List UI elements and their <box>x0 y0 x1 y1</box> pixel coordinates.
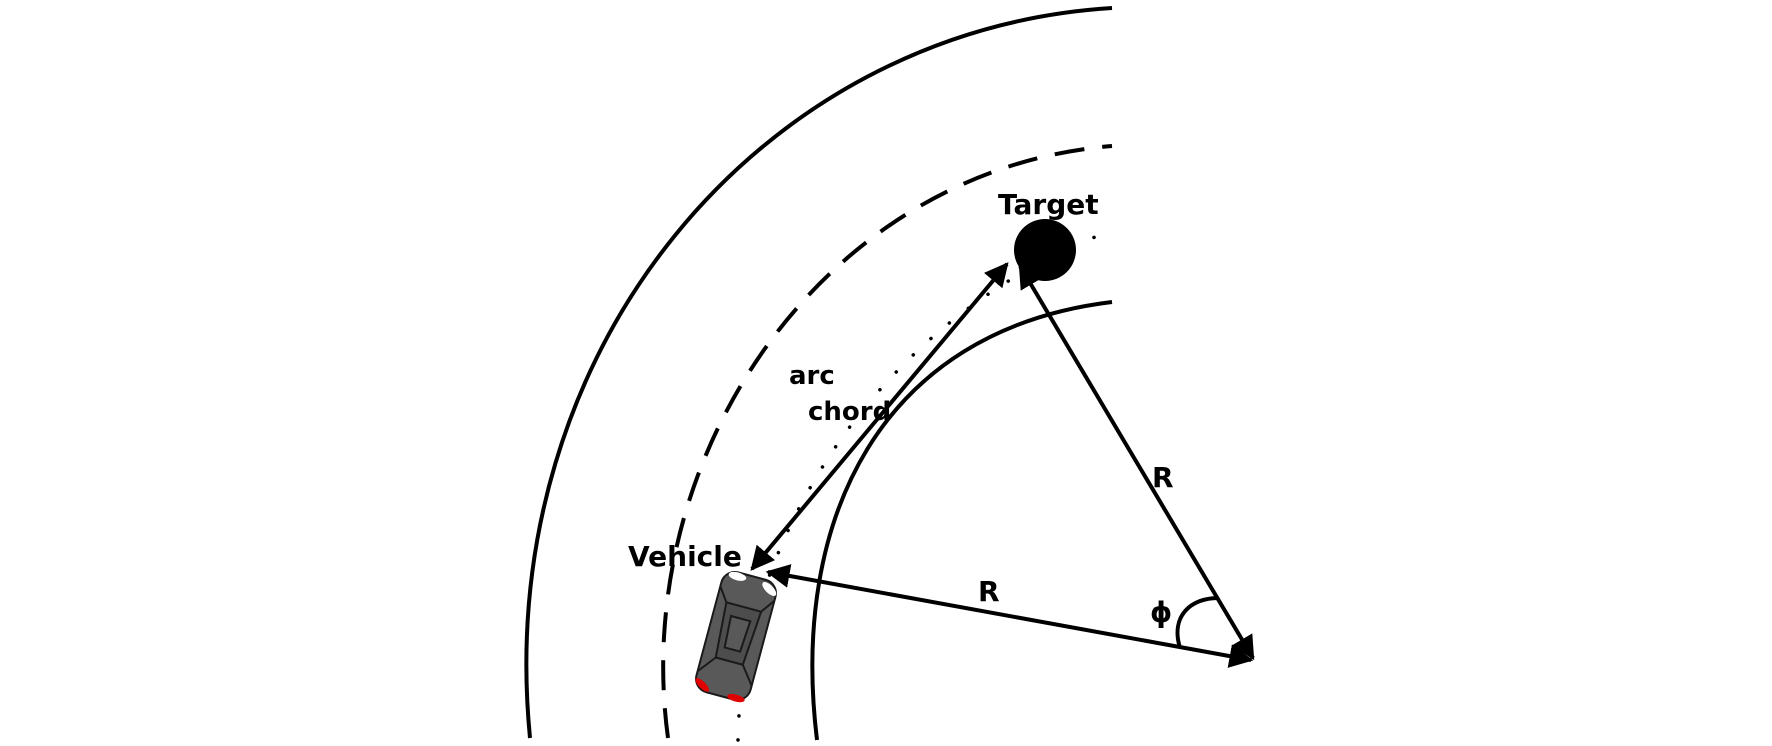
vehicle-line <box>760 599 776 613</box>
vehicle-line <box>719 585 728 603</box>
inner-road-edge <box>810 300 1113 741</box>
radius-upper-label: R <box>1152 461 1174 494</box>
vehicle-label: Vehicle <box>628 540 742 573</box>
vehicle-line <box>741 664 753 687</box>
vehicle-headlight <box>728 571 747 581</box>
vehicle-taillight <box>727 693 745 703</box>
vehicle-icon <box>695 571 777 703</box>
angle-label: ϕ <box>1150 596 1172 629</box>
angle-phi-arc <box>1175 596 1219 649</box>
chord-label: chord <box>808 397 891 427</box>
vehicle-line <box>696 656 717 673</box>
target-label: Target <box>998 188 1099 221</box>
radius-to-target-arrow <box>1018 263 1255 661</box>
vehicle-taillight <box>695 678 710 692</box>
radius-lower-label: R <box>978 575 1000 608</box>
arc-label: arc <box>789 361 835 391</box>
outer-road-edge <box>524 6 1113 739</box>
chord-arrow <box>750 262 1009 571</box>
vehicle-headlight <box>762 582 777 596</box>
radius-to-vehicle-arrow <box>765 564 1254 668</box>
vehicle-cabin <box>723 614 752 653</box>
